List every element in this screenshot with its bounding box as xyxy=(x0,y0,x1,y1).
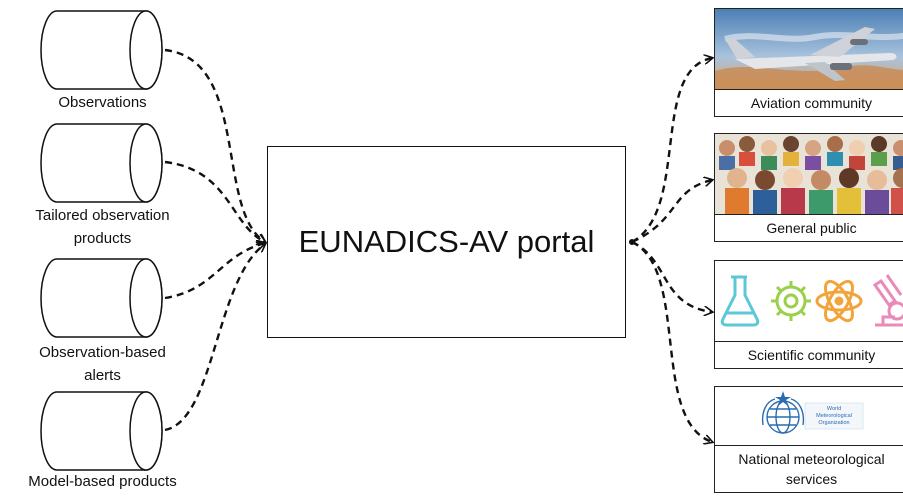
target-label-public: General public xyxy=(715,214,903,241)
database-icon-tailored xyxy=(40,123,163,203)
source-label-tailored: Tailored observation products xyxy=(35,207,170,247)
source-label-model: Model-based products xyxy=(28,473,177,490)
wmo-logo-icon: World Meteorological Organization xyxy=(715,387,903,445)
wmo-logo-word-1: World xyxy=(827,406,841,412)
atom-icon xyxy=(815,279,863,323)
arrow-observations xyxy=(164,48,265,242)
arrow-aviation xyxy=(631,58,712,244)
flask-icon xyxy=(720,275,760,327)
arrow-alerts xyxy=(164,243,265,300)
arrow-public xyxy=(631,180,712,244)
source-label-alerts: Observation-based alerts xyxy=(39,344,166,384)
target-scientific: Scientific community xyxy=(714,260,903,369)
gear-icon xyxy=(771,281,811,321)
target-label-scientific: Scientific community xyxy=(715,341,903,368)
arrow-tailored xyxy=(164,160,265,242)
arrow-model xyxy=(164,244,265,432)
crowd-photo-icon xyxy=(715,134,903,214)
wmo-logo-word-2: Meteorological xyxy=(816,413,852,419)
database-icon-alerts xyxy=(40,258,163,338)
airplane-photo-icon xyxy=(715,9,903,89)
target-nms: World Meteorological Organization Nation… xyxy=(714,386,903,493)
target-label-nms: National meteorological services xyxy=(715,445,903,492)
portal-title: EUNADICS-AV portal xyxy=(298,224,595,259)
target-label-aviation: Aviation community xyxy=(715,89,903,116)
science-icons xyxy=(715,261,903,341)
wmo-logo-word-3: Organization xyxy=(818,420,849,426)
target-aviation: Aviation community xyxy=(714,8,903,117)
database-icon-model xyxy=(40,391,163,471)
database-icon-observations xyxy=(40,10,163,90)
source-label-observations: Observations xyxy=(58,94,147,111)
arrow-nms xyxy=(631,240,712,442)
portal-box: EUNADICS-AV portal xyxy=(267,146,626,338)
target-public: General public xyxy=(714,133,903,242)
microscope-icon xyxy=(872,274,903,327)
